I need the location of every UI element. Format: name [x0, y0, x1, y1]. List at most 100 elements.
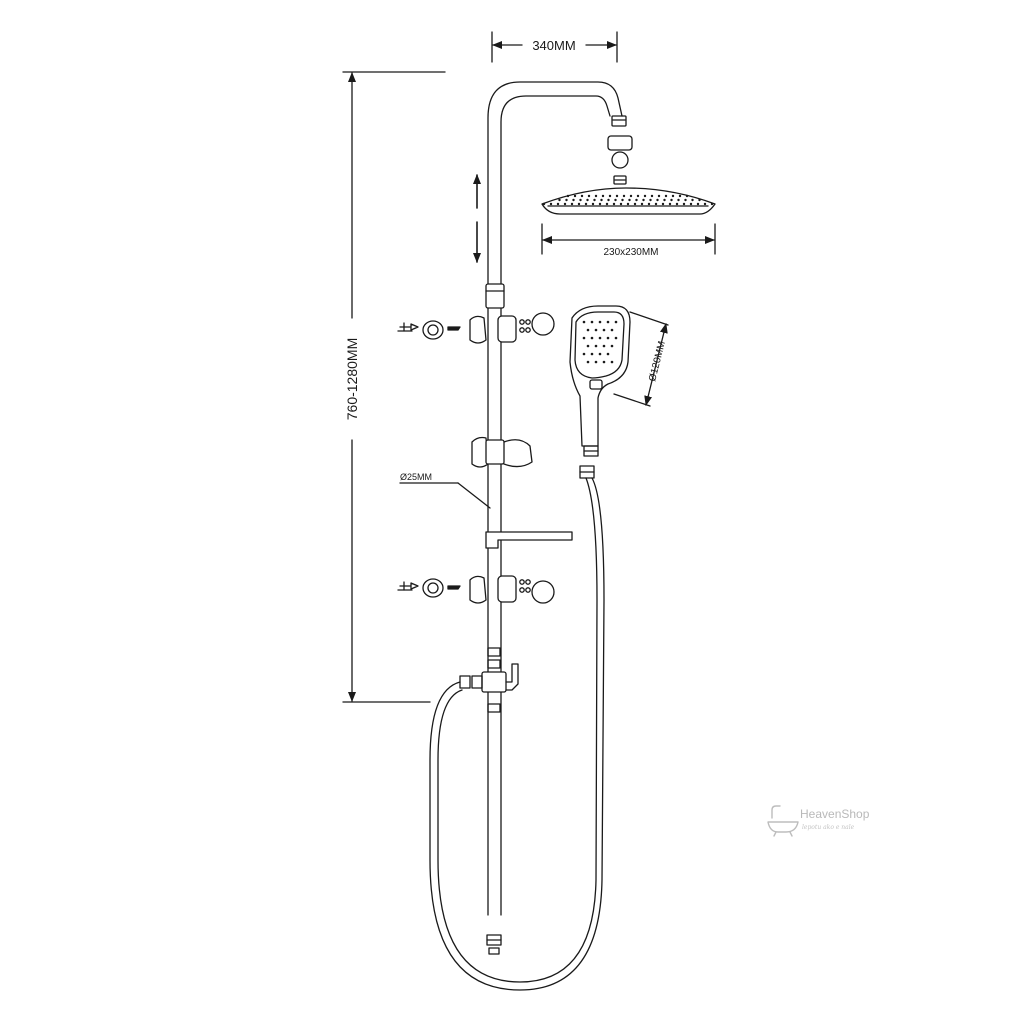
- nozzle-dot: [619, 202, 623, 206]
- nozzle-dot: [628, 198, 631, 202]
- nozzle-dot: [635, 198, 638, 202]
- nozzle-dot: [629, 194, 633, 198]
- nozzle-dot: [703, 202, 707, 206]
- watermark-logo-icon: [767, 805, 799, 837]
- nozzle-dot: [661, 202, 665, 206]
- nozzle-dot: [606, 336, 610, 340]
- nozzle-dot: [657, 194, 661, 198]
- nozzle-dot: [677, 198, 680, 202]
- sliding-holder: [471, 436, 533, 468]
- nozzle-dot: [586, 198, 589, 202]
- nozzle-dot: [621, 198, 624, 202]
- nozzle-dot: [675, 202, 679, 206]
- nozzle-dot: [614, 336, 618, 340]
- nozzle-dot: [614, 198, 617, 202]
- nozzle-dot: [598, 320, 602, 324]
- nozzle-dot: [640, 202, 644, 206]
- nozzle-dot: [698, 198, 701, 202]
- watermark-brand: HeavenShop: [800, 807, 870, 821]
- nozzle-dot: [626, 202, 630, 206]
- nozzle-dot: [622, 194, 626, 198]
- handheld-diameter-label: Ø120MM: [647, 340, 668, 383]
- nozzle-dot: [610, 360, 614, 364]
- nozzle-dot: [586, 360, 590, 364]
- nozzle-dot: [602, 344, 606, 348]
- nozzle-dot: [682, 202, 686, 206]
- nozzle-dot: [601, 194, 605, 198]
- nozzle-dot: [590, 320, 594, 324]
- nozzle-dot: [593, 198, 596, 202]
- shower-hose: [429, 465, 605, 991]
- handheld-diameter-dimension: [613, 311, 669, 407]
- nozzle-dot: [656, 198, 659, 202]
- nozzle-dot: [636, 194, 640, 198]
- nozzle-dot: [582, 336, 586, 340]
- diverter-valve: [459, 647, 519, 713]
- nozzle-dot: [605, 202, 609, 206]
- nozzle-dot: [542, 202, 546, 206]
- nozzle-dot: [586, 328, 590, 332]
- nozzle-dot: [582, 320, 586, 324]
- rain-shower-head: [541, 187, 716, 215]
- riser-pipe: [487, 81, 623, 916]
- nozzle-dot: [615, 194, 619, 198]
- nozzle-dot: [606, 352, 610, 356]
- nozzle-dot: [612, 202, 616, 206]
- nozzle-dot: [642, 198, 645, 202]
- nozzle-dot: [650, 194, 654, 198]
- nozzle-dot: [577, 202, 581, 206]
- bottom-connector: [486, 934, 502, 955]
- nozzle-dot: [582, 352, 586, 356]
- nozzle-dot: [614, 320, 618, 324]
- nozzle-dot: [608, 194, 612, 198]
- nozzle-dot: [643, 194, 647, 198]
- handheld-shower: [569, 305, 631, 457]
- nozzle-dot: [594, 360, 598, 364]
- nozzle-dot: [670, 198, 673, 202]
- nozzle-dot: [579, 198, 582, 202]
- nozzle-dot: [633, 202, 637, 206]
- nozzle-dot: [556, 202, 560, 206]
- height-range-label: 760-1280MM: [344, 338, 360, 421]
- nozzle-dot: [558, 198, 561, 202]
- pipe-diameter-label: Ø25MM: [400, 472, 432, 482]
- nozzle-dot: [594, 194, 598, 198]
- nozzle-dot: [606, 320, 610, 324]
- nozzle-dot: [598, 202, 602, 206]
- nozzle-dot: [684, 198, 687, 202]
- nozzle-dot: [573, 194, 577, 198]
- nozzle-dot: [570, 202, 574, 206]
- nozzle-dot: [610, 328, 614, 332]
- nozzle-dot: [691, 198, 694, 202]
- head-size-dimension: [541, 223, 716, 255]
- nozzle-dot: [610, 344, 614, 348]
- pipe-diameter-leader: [399, 482, 491, 509]
- nozzle-dot: [647, 202, 651, 206]
- nozzle-dot: [602, 328, 606, 332]
- watermark-tagline: lepotu ako e nale: [802, 824, 855, 831]
- nozzle-dot: [572, 198, 575, 202]
- rain-head-nozzles: [542, 194, 714, 206]
- nozzle-dot: [602, 360, 606, 364]
- nozzle-dot: [598, 336, 602, 340]
- nozzle-dot: [600, 198, 603, 202]
- head-connector-parts: [607, 115, 633, 185]
- height-range-dimension: [342, 71, 446, 703]
- nozzle-dot: [584, 202, 588, 206]
- handheld-nozzles: [582, 320, 618, 364]
- nozzle-dot: [590, 336, 594, 340]
- lower-wall-bracket: [397, 575, 555, 604]
- nozzle-dot: [587, 194, 591, 198]
- nozzle-dot: [586, 344, 590, 348]
- nozzle-dot: [607, 198, 610, 202]
- shelf: [485, 531, 573, 549]
- nozzle-dot: [710, 202, 714, 206]
- nozzle-dot: [678, 194, 682, 198]
- nozzle-dot: [664, 194, 668, 198]
- nozzle-dot: [598, 352, 602, 356]
- nozzle-dot: [590, 352, 594, 356]
- top-width-label: 340MM: [532, 38, 575, 53]
- nozzle-dot: [563, 202, 567, 206]
- nozzle-dot: [565, 198, 568, 202]
